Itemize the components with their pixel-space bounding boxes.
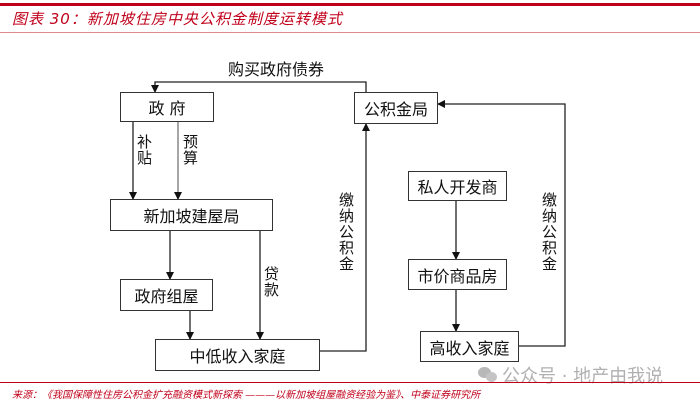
wechat-icon (478, 367, 498, 383)
edge-contribute-right (437, 100, 566, 347)
node-hdb: 新加坡建屋局 (110, 199, 273, 231)
watermark-text: 公众号 · 地产由我说 (502, 366, 664, 387)
label-buy-gov-bonds: 购买政府债券 (228, 60, 325, 79)
node-government: 政 府 (120, 92, 214, 122)
title-divider (0, 32, 700, 33)
label-loan: 贷款 (262, 266, 280, 298)
node-private-developer: 私人开发商 (408, 171, 507, 201)
node-cpf-board: 公积金局 (354, 92, 438, 124)
edge-contribute-left (320, 123, 370, 352)
node-public-housing: 政府组屋 (120, 279, 213, 311)
source-note: 来源：《我国保障性住房公积金扩充融资模式新探索 ———以新加坡组屋融资经验为鉴》… (12, 390, 481, 401)
label-budget: 预算 (181, 134, 199, 166)
top-rule (0, 3, 700, 6)
node-market-housing: 市价商品房 (408, 259, 507, 290)
node-low-mid-income: 中低收入家庭 (155, 339, 320, 371)
label-contribute-cpf-left: 缴纳公积金 (337, 192, 355, 272)
label-subsidy: 补贴 (135, 134, 153, 166)
footer-divider (0, 382, 700, 383)
watermark: 公众号 · 地产由我说 (478, 362, 663, 388)
edge-buy-bonds (151, 81, 367, 93)
label-contribute-cpf-right: 缴纳公积金 (540, 192, 558, 272)
node-high-income: 高收入家庭 (420, 331, 519, 362)
figure-title: 图表 30：新加坡住房中央公积金制度运转模式 (12, 10, 343, 28)
